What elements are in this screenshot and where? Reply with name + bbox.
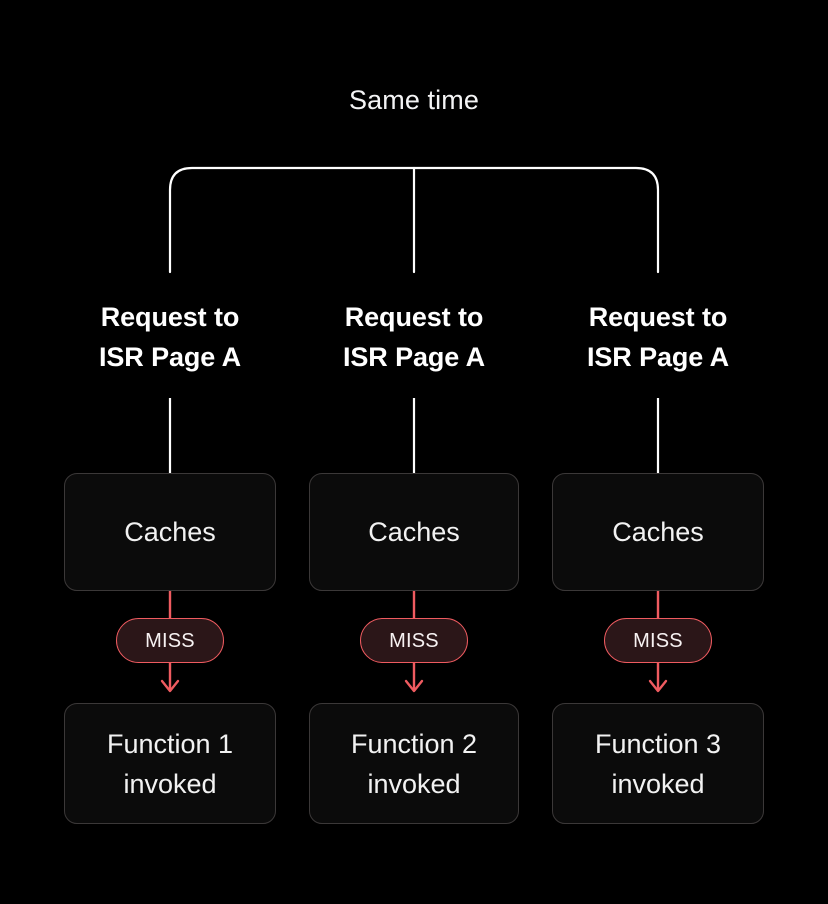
function-box-1-line1: Function 1 xyxy=(106,728,234,759)
function-box-3[interactable]: Function 3 invoked xyxy=(552,703,764,824)
request-heading-1-line1: Request to xyxy=(100,302,240,332)
request-heading-1: Request to ISR Page A xyxy=(40,297,300,377)
request-heading-1-line2: ISR Page A xyxy=(98,342,242,372)
function-box-2-line1: Function 2 xyxy=(350,728,478,759)
arrow-miss-to-function-1 xyxy=(160,662,180,693)
function-box-3-line1: Function 3 xyxy=(594,728,722,759)
arrow-miss-to-function-2 xyxy=(404,662,424,693)
cache-box-1-label: Caches xyxy=(124,517,216,547)
function-box-1-line2: invoked xyxy=(123,768,217,799)
miss-badge-3-label: MISS xyxy=(633,629,683,652)
function-box-3-line2: invoked xyxy=(611,768,705,799)
miss-badge-2: MISS xyxy=(360,618,468,663)
cache-box-3[interactable]: Caches xyxy=(552,473,764,591)
function-box-1[interactable]: Function 1 invoked xyxy=(64,703,276,824)
request-heading-3-line2: ISR Page A xyxy=(586,342,730,372)
arrow-miss-to-function-3 xyxy=(648,662,668,693)
request-heading-2: Request to ISR Page A xyxy=(284,297,544,377)
request-heading-3-line1: Request to xyxy=(588,302,728,332)
miss-badge-3: MISS xyxy=(604,618,712,663)
request-heading-2-line1: Request to xyxy=(344,302,484,332)
miss-badge-1: MISS xyxy=(116,618,224,663)
cache-box-2-label: Caches xyxy=(368,517,460,547)
function-box-2-line2: invoked xyxy=(367,768,461,799)
miss-badge-1-label: MISS xyxy=(145,629,195,652)
cache-box-3-label: Caches xyxy=(612,517,704,547)
bracket-path xyxy=(168,166,660,274)
request-heading-2-line2: ISR Page A xyxy=(342,342,486,372)
cache-box-2[interactable]: Caches xyxy=(309,473,519,591)
function-box-2[interactable]: Function 2 invoked xyxy=(309,703,519,824)
diagram-title: Same time xyxy=(349,85,479,115)
request-heading-3: Request to ISR Page A xyxy=(528,297,788,377)
miss-badge-2-label: MISS xyxy=(389,629,439,652)
cache-box-1[interactable]: Caches xyxy=(64,473,276,591)
